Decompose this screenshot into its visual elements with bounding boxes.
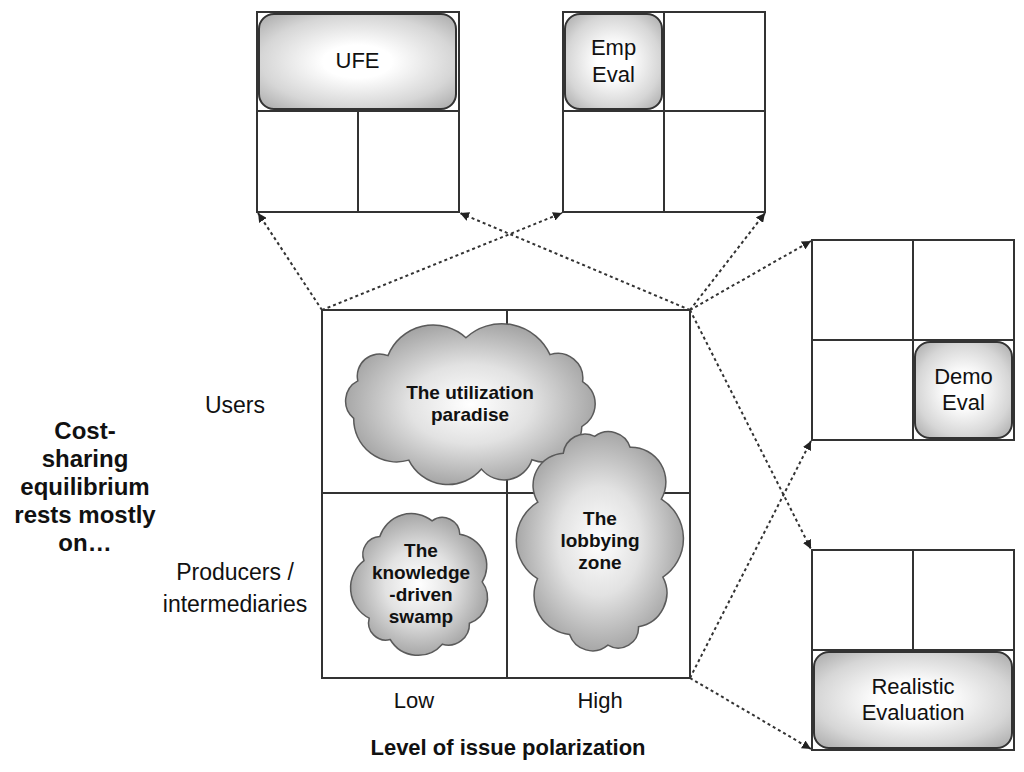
axis-title: Level of issue polarization (308, 735, 708, 761)
mini-grid-frame (812, 550, 1014, 750)
cloud-shape (351, 514, 488, 656)
row-label: Producers / intermediaries (145, 556, 325, 620)
axis-title: Cost- sharing equilibrium rests mostly o… (10, 417, 160, 557)
dotted-arrow (460, 213, 690, 310)
method-name: Demo Eval (932, 364, 996, 417)
method-box: Demo Eval (914, 341, 1013, 439)
column-label: Low (374, 688, 454, 714)
dotted-arrow (690, 441, 811, 678)
method-name: Emp Eval (582, 35, 646, 88)
dotted-arrow (690, 241, 811, 310)
dotted-arrow (322, 213, 562, 310)
matrix-frame (322, 310, 690, 678)
dotted-arrow (690, 213, 765, 310)
dotted-arrow (690, 678, 811, 749)
zone-cloud: The knowledge -driven swamp (336, 496, 506, 672)
node-text-group: The lobbying zone (554, 508, 646, 574)
zone-name: The lobbying zone (554, 508, 646, 574)
cloud-shape (516, 432, 683, 651)
row-label: Users (155, 391, 315, 419)
node-text-group: The utilization paradise (395, 382, 545, 426)
mini-grid-frame (812, 240, 1014, 440)
node-text-group: Emp Eval (582, 35, 646, 88)
mini-grid-divider (912, 550, 914, 650)
method-box: Emp Eval (564, 13, 663, 110)
column-label: High (560, 688, 640, 714)
method-box: Realistic Evaluation (813, 651, 1013, 749)
mini-grids (257, 12, 1014, 750)
node-text-group: UFE (268, 48, 448, 74)
mini-grid-divider (357, 111, 359, 212)
main-matrix (322, 310, 690, 678)
node-text-group: Realistic Evaluation (843, 674, 983, 727)
node-text-group: The knowledge -driven swamp (371, 540, 471, 627)
node-text-group: Demo Eval (932, 364, 996, 417)
mini-grid-frame (563, 12, 765, 212)
mapping-arrows (258, 213, 811, 749)
zone-name: The knowledge -driven swamp (371, 540, 471, 627)
method-name: UFE (268, 48, 448, 74)
mini-grid-frame (257, 12, 459, 212)
mini-grid-divider (663, 12, 665, 212)
dotted-arrow (690, 310, 811, 549)
zone-cloud: The lobbying zone (507, 410, 693, 672)
method-box: UFE (258, 13, 457, 110)
dotted-arrow (258, 213, 322, 310)
method-name: Realistic Evaluation (843, 674, 983, 727)
zone-name: The utilization paradise (395, 382, 545, 426)
